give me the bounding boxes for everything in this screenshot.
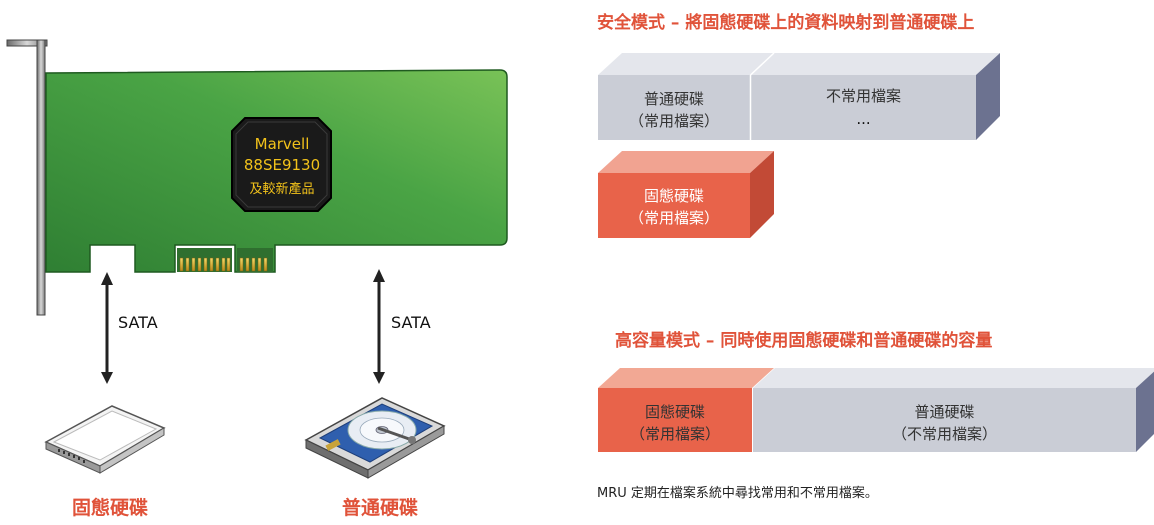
ssd-common-line2: （常用檔案） (628, 209, 719, 227)
hdd-uncommon-block (751, 75, 976, 140)
mru-footnote: MRU 定期在檔案系統中尋找常用和不常用檔案。 (597, 486, 878, 501)
capacity-mode-title: 高容量模式 – 同時使用固態硬碟和普通硬碟的容量 (615, 331, 993, 351)
capacity-ssd-line2: （常用檔案） (629, 425, 720, 443)
ssd-common-block (598, 173, 750, 238)
chip-label-vendor: Marvell (254, 135, 310, 153)
capacity-ssd-block (598, 388, 752, 452)
chip-label-note: 及較新產品 (249, 182, 315, 197)
pcie-card-illustration (6, 39, 508, 316)
hdd-uncommon-ellipsis: ... (856, 110, 871, 128)
hdd-sata-label: SATA (391, 313, 431, 332)
safe-mode-diagram (598, 52, 1000, 238)
hdd-uncommon-line1: 不常用檔案 (825, 87, 901, 105)
capacity-ssd-line1: 固態硬碟 (644, 403, 705, 421)
ssd-sata-label: SATA (118, 313, 158, 332)
hdd-sata-arrow (373, 269, 385, 384)
hdd-common-block (598, 75, 750, 140)
ssd-sata-arrow (101, 272, 113, 384)
safe-mode-title: 安全模式 – 將固態硬碟上的資料映射到普通硬碟上 (597, 13, 975, 33)
gold-connector-pins (177, 248, 273, 272)
ssd-caption: 固態硬碟 (71, 497, 148, 519)
controller-chip (231, 117, 332, 212)
hdd-caption: 普通硬碟 (341, 497, 418, 519)
capacity-hdd-line2: （不常用檔案） (891, 425, 997, 443)
hdd-common-line2: （常用檔案） (628, 112, 719, 130)
capacity-mode-diagram (598, 368, 1154, 452)
chip-label-model: 88SE9130 (243, 156, 321, 174)
ssd-drive-icon (44, 405, 166, 474)
ssd-common-line1: 固態硬碟 (643, 187, 704, 205)
metal-bracket (6, 39, 48, 316)
hdd-drive-icon (304, 397, 446, 479)
capacity-hdd-block (753, 388, 1136, 452)
sata-arrows (101, 269, 385, 384)
capacity-hdd-line1: 普通硬碟 (914, 403, 975, 421)
hdd-common-line1: 普通硬碟 (643, 90, 704, 108)
